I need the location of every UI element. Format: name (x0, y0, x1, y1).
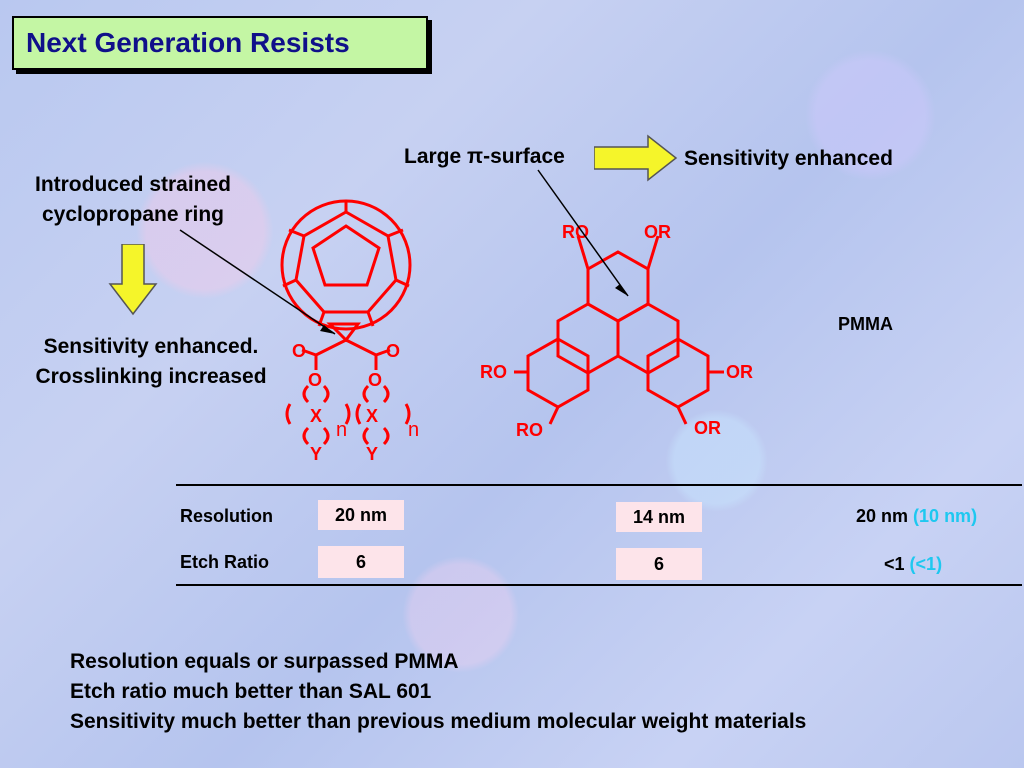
etch-ratio-label: Etch Ratio (180, 552, 270, 572)
sensitivity-enhanced-label: Sensitivity enhanced (684, 147, 893, 170)
down-arrow-icon (108, 244, 158, 316)
page-title: Next Generation Resists (12, 16, 428, 70)
or-top-right: OR (644, 222, 671, 242)
etch-paren-3: (<1) (909, 554, 943, 574)
resolution-paren-3: (10 nm) (913, 506, 978, 526)
strained-ring-label: Introduced strained cyclopropane ring (8, 170, 258, 230)
triphenylene-molecule: RO OR RO OR RO OR (480, 222, 753, 440)
strained-ring-line1: Introduced strained (34, 173, 232, 196)
y-right: Y (366, 444, 378, 464)
n-left: n (336, 419, 347, 441)
o-left: O (292, 341, 306, 361)
sens-cross-line2: Crosslinking increased (35, 365, 267, 388)
o-right2: O (368, 370, 382, 390)
resolution-label: Resolution (180, 506, 273, 526)
ro-top-left: RO (562, 222, 589, 242)
etch-cell-1: 6 (318, 546, 404, 578)
fullerene-molecule: O O O O X X Y Y n n (280, 199, 419, 464)
ro-bottom-left: RO (516, 420, 543, 440)
o-right: O (386, 341, 400, 361)
x-left: X (310, 406, 322, 426)
sens-cross-line1: Sensitivity enhanced. (43, 335, 259, 358)
bullet-1: Resolution equals or surpassed PMMA (70, 650, 459, 673)
resolution-value-3: 20 nm (856, 506, 909, 526)
table-top-rule (176, 484, 1022, 486)
etch-value-3: <1 (884, 554, 905, 574)
bullet-2: Etch ratio much better than SAL 601 (70, 680, 432, 703)
sensitivity-crosslinking-label: Sensitivity enhanced. Crosslinking incre… (6, 332, 296, 392)
x-right: X (366, 406, 378, 426)
large-pi-surface-label: Large π-surface (404, 145, 565, 168)
bullet-3: Sensitivity much better than previous me… (70, 710, 807, 733)
y-left: Y (310, 444, 322, 464)
etch-cell-2: 6 (616, 548, 702, 580)
or-bottom-right: OR (694, 418, 721, 438)
pmma-label: PMMA (838, 314, 893, 334)
right-arrow-icon (594, 134, 678, 182)
resolution-cell-3: 20 nm (10 nm) (856, 506, 977, 527)
n-right: n (408, 419, 419, 441)
strained-ring-line2: cyclopropane ring (41, 203, 225, 226)
resolution-cell-1: 20 nm (318, 500, 404, 530)
o-left2: O (308, 370, 322, 390)
resolution-cell-2: 14 nm (616, 502, 702, 532)
etch-cell-3: <1 (<1) (884, 554, 942, 575)
or-mid-right: OR (726, 362, 753, 382)
table-bottom-rule (176, 584, 1022, 586)
ro-mid-left: RO (480, 362, 507, 382)
